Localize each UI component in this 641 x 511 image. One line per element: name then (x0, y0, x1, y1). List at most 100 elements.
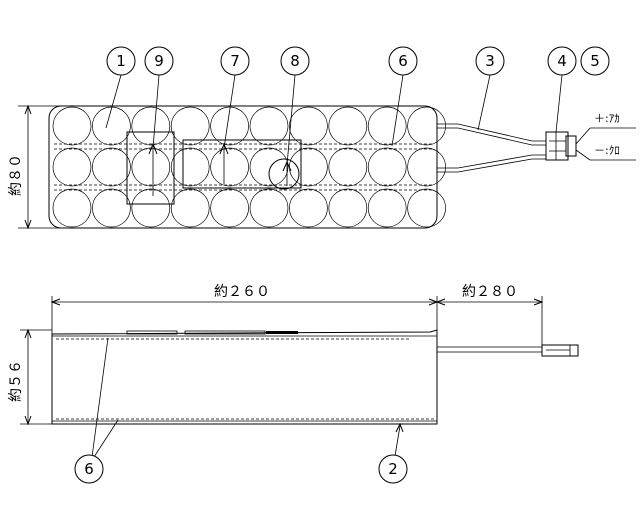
leader-1 (105, 74, 122, 129)
svg-text:4: 4 (557, 52, 567, 70)
balloon-6-top: 6 (388, 46, 418, 76)
battery-cell (92, 147, 131, 187)
leader-7-arrow (219, 142, 229, 155)
plus-lead-label: ＋:ｱｶ (594, 112, 620, 125)
lead-wire-black-2 (437, 158, 546, 173)
dim-lead-label: 約２８０ (462, 284, 518, 300)
battery-cell (407, 147, 446, 187)
pack-outline-top (48, 105, 438, 229)
label-nine-box (126, 131, 175, 205)
battery-cell (170, 147, 210, 187)
dim-thick-arrow-top (24, 328, 32, 339)
battery-cell (289, 188, 328, 228)
svg-text:7: 7 (230, 52, 240, 70)
balloon-3: 3 (475, 46, 505, 76)
svg-text:5: 5 (590, 52, 600, 70)
dim-lead-arrow-right (533, 298, 544, 306)
balloon-5: 5 (580, 46, 610, 76)
dim-length-label: 約２６０ (214, 284, 270, 300)
battery-cell (367, 147, 407, 187)
side-label-hump-1 (126, 330, 178, 335)
lead-wire-red (437, 123, 546, 142)
leader-8-arrow (282, 160, 292, 172)
plus-leader (575, 127, 591, 145)
battery-cell (367, 106, 407, 146)
balloon-7: 7 (220, 46, 250, 76)
svg-text:9: 9 (154, 52, 164, 70)
dim-thick-arrow-bottom (24, 415, 32, 426)
side-connector (541, 344, 579, 357)
cell-grid (52, 106, 446, 228)
lead-wire-red-2 (437, 127, 546, 146)
battery-cell (170, 188, 210, 228)
battery-cell (249, 147, 289, 187)
dim-thickness-label: 約５６ (8, 360, 24, 402)
battery-cell (170, 106, 210, 146)
battery-cell (407, 106, 446, 146)
leader-8 (286, 74, 296, 166)
battery-cell (289, 147, 328, 187)
leader-6-bottom-b (93, 419, 119, 458)
balloon-6-bottom: 6 (74, 454, 104, 484)
side-view: 約２６０ 約２８０ 約５６ (8, 284, 579, 458)
svg-text:2: 2 (388, 460, 398, 478)
dim-height-arrow-bottom (24, 219, 32, 230)
battery-cell (328, 106, 368, 146)
battery-cell (407, 188, 446, 228)
leader-9 (152, 74, 160, 149)
battery-cell (249, 188, 289, 228)
leader-6-top (391, 74, 404, 147)
svg-text:1: 1 (116, 52, 126, 70)
label-seven-box (182, 139, 302, 189)
pack-outline-side (51, 329, 438, 425)
connector-front (565, 135, 577, 157)
svg-text:3: 3 (485, 52, 495, 70)
balloon-9: 9 (144, 46, 174, 76)
battery-cell (52, 188, 92, 228)
side-item-eight (266, 331, 298, 334)
dim-height-arrow-top (24, 104, 32, 115)
battery-cell (92, 106, 131, 146)
top-view: ＋:ｱｶ －:ｸﾛ 約８０ (8, 74, 636, 230)
leader-7 (223, 74, 236, 149)
leader-9-arrow (148, 142, 158, 155)
battery-cell (92, 188, 131, 228)
balloon-8: 8 (280, 46, 310, 76)
item-eight-circle (268, 158, 300, 190)
minus-lead-label: －:ｸﾛ (594, 144, 620, 157)
lead-wire-black (437, 154, 546, 169)
svg-text:6: 6 (84, 460, 94, 478)
dim-lead-arrow-left (435, 298, 446, 306)
leader-4 (555, 74, 563, 133)
leader-3 (477, 74, 491, 131)
minus-leader (575, 149, 591, 161)
battery-cell (328, 147, 368, 187)
svg-text:8: 8 (290, 52, 300, 70)
connector-body (545, 131, 569, 161)
battery-cell (289, 106, 328, 146)
battery-cell (210, 147, 249, 187)
balloon-2: 2 (378, 454, 408, 484)
side-label-hump-2 (184, 330, 266, 335)
battery-cell (210, 188, 249, 228)
battery-cell (52, 147, 92, 187)
battery-cell (131, 188, 171, 228)
leader-2-arrow (395, 422, 404, 433)
side-lead-wire (437, 346, 542, 353)
balloons: 1 9 7 8 6 3 4 5 (74, 46, 610, 484)
balloon-1: 1 (106, 46, 136, 76)
svg-text:6: 6 (398, 52, 408, 70)
battery-cell (367, 188, 407, 228)
dim-length-arrow-left (50, 298, 61, 306)
leader-6-bottom-a (91, 337, 109, 458)
battery-cell (52, 106, 92, 146)
battery-cell (131, 147, 171, 187)
leader-2 (394, 425, 401, 457)
battery-cell (131, 106, 171, 146)
battery-cell (249, 106, 289, 146)
balloon-4: 4 (547, 46, 577, 76)
battery-cell (210, 106, 249, 146)
dim-height-label: 約８０ (8, 154, 24, 196)
battery-cell (328, 188, 368, 228)
